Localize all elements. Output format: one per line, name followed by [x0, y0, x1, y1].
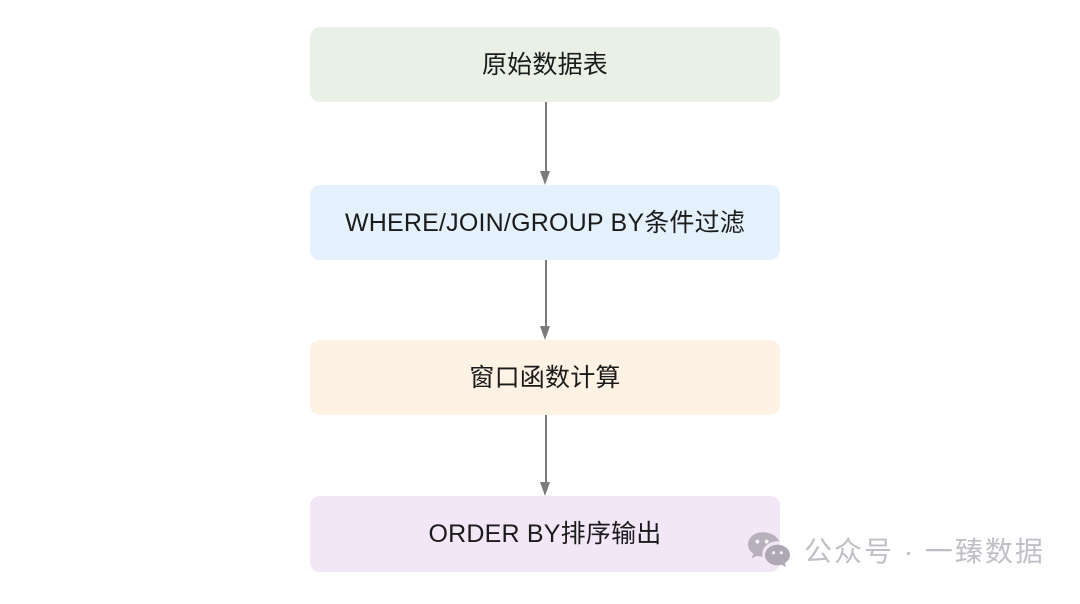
arrow-stem: [545, 102, 547, 172]
flow-node-window-function-stage[interactable]: 窗口函数计算: [310, 340, 780, 415]
flow-node-label: ORDER BY排序输出: [428, 520, 662, 548]
watermark-text: 公众号 · 一臻数据: [804, 536, 1045, 567]
arrow-head-icon: [540, 171, 550, 185]
watermark: 公众号 · 一臻数据: [746, 530, 1045, 570]
arrow-stem: [545, 415, 547, 483]
flow-arrow-source-to-filter: [540, 102, 551, 185]
flow-node-filter-stage[interactable]: WHERE/JOIN/GROUP BY条件过滤: [310, 185, 780, 260]
arrow-stem: [545, 260, 547, 327]
arrow-head-icon: [540, 482, 550, 496]
flow-node-order-by-stage[interactable]: ORDER BY排序输出: [310, 496, 780, 572]
flow-arrow-window-to-orderby: [540, 415, 551, 496]
flow-node-label: 原始数据表: [481, 50, 608, 79]
flow-node-label: 窗口函数计算: [469, 363, 621, 392]
arrow-head-icon: [540, 326, 550, 340]
flow-node-source-table[interactable]: 原始数据表: [310, 27, 780, 102]
flow-arrow-filter-to-window: [540, 260, 551, 340]
flow-node-label: WHERE/JOIN/GROUP BY条件过滤: [344, 208, 745, 237]
